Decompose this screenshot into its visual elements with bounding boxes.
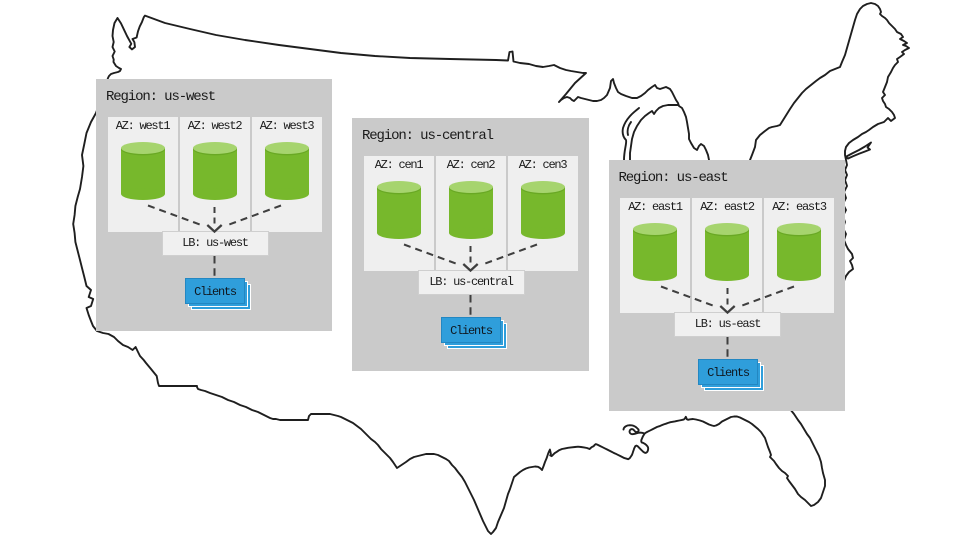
svg-text:Clients: Clients xyxy=(450,324,493,338)
svg-text:Clients: Clients xyxy=(194,285,237,299)
svg-text:Clients: Clients xyxy=(707,366,750,380)
